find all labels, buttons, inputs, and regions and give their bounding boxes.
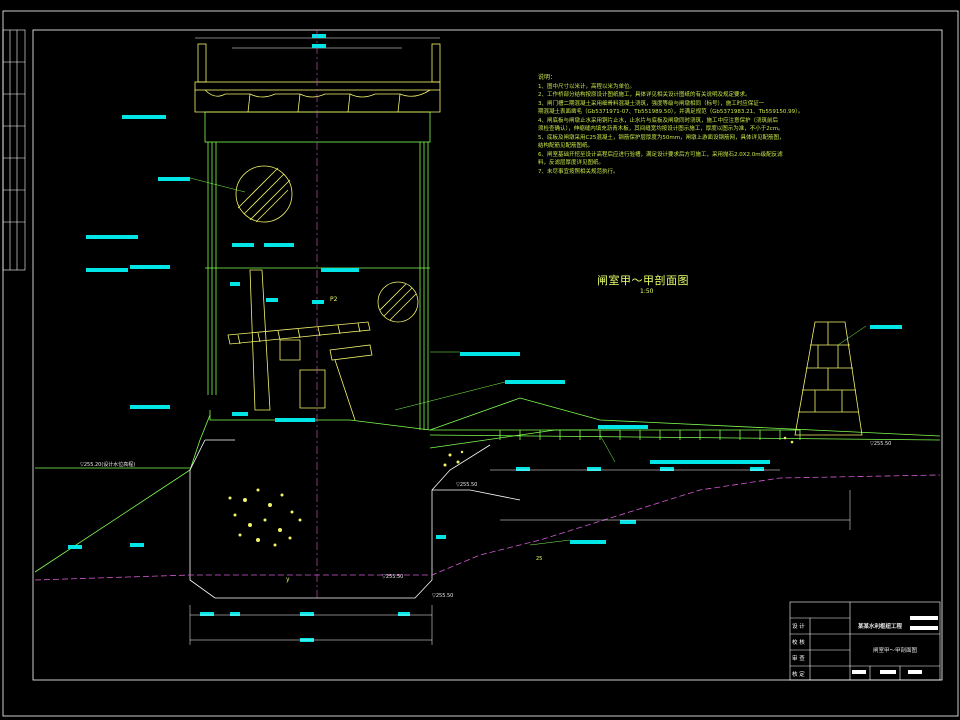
- note-line: 结构配筋见配筋图纸。: [538, 143, 594, 149]
- axis-label-y: y: [286, 576, 290, 583]
- title-block-project: 某某水利枢纽工程: [858, 624, 903, 630]
- title-block-row: 设 计: [792, 624, 805, 630]
- annotation-tags: [68, 115, 902, 642]
- elevation-bottom-right: ▽255.50: [432, 593, 454, 599]
- leader-lines: [189, 177, 867, 546]
- elevation-far-right: ▽255.50: [870, 441, 892, 447]
- section-scale: 1:50: [640, 288, 654, 295]
- rubble-fill: [228, 436, 794, 547]
- bottom-dimensions: [189, 469, 851, 645]
- load-label-p2: P2: [330, 296, 338, 303]
- title-block-row: 校 核: [792, 640, 805, 646]
- section-title: 闸室甲～甲剖面图: [597, 274, 689, 287]
- note-line: 7、未尽事宜按照相关规范执行。: [538, 168, 619, 175]
- title-block-fills: [852, 616, 938, 674]
- title-block: [789, 601, 941, 681]
- note-line: 2、工作桥部分结构按原设计图纸施工，具体详见相关设计图纸的有关说明及规定要求。: [538, 92, 751, 98]
- revision-strip: [2, 29, 26, 271]
- note-line: 期混凝土表面凿毛（Gb5371971-07、Tb551989.50），并满足规范…: [538, 109, 804, 115]
- title-block-row: 核 定: [792, 672, 805, 678]
- elevation-bottom-left: ▽255.50: [382, 574, 404, 580]
- hoist-circles: [235, 165, 419, 323]
- apron: [430, 429, 801, 440]
- elevation-left-ground: ▽255.20(设计水位高程): [80, 462, 136, 468]
- foundation-pit: [189, 439, 521, 599]
- title-block-drawing-name: 闸室甲～甲剖面图: [873, 648, 918, 654]
- ground-lines: [34, 397, 941, 573]
- design-notes: 说明： 1、图中尺寸以米计，高程以米为单位。 2、工作桥部分结构按原设计图纸施工…: [538, 74, 868, 176]
- note-line: 6、闸室基础开挖至设计高程后应进行验槽，满足设计要求后方可施工，采用抛石2.0X…: [538, 151, 783, 158]
- bridge-deck: [194, 43, 441, 113]
- gate-leaf: [227, 269, 373, 421]
- note-line: 须检查确认），伸缩缝内填充沥青木板，其间缝宽均按设计图示施工，厚度以图示为准，不…: [538, 126, 784, 132]
- note-line: 5、底板及闸墩采用C25混凝土，钢筋保护层厚度为50mm，闸墩上游面设钢筋网，具…: [538, 134, 785, 141]
- title-block-row: 审 查: [792, 656, 805, 662]
- note-line: 3、闸门槽二期混凝土采用细骨料混凝土浇筑，强度等级与闸墩相同（标号），施工时应保…: [538, 100, 765, 107]
- outer-frame: [2, 10, 959, 717]
- gate-chamber: [204, 111, 431, 431]
- small-label: 25: [536, 556, 543, 562]
- masonry-wall: [794, 321, 863, 436]
- top-dimensions: [195, 34, 440, 49]
- note-line: 料，反滤层厚度详见图纸。: [538, 160, 605, 166]
- note-line: 1、图中尺寸以米计，高程以米为单位。: [538, 83, 636, 90]
- inner-frame: [32, 29, 943, 681]
- elevation-mid-right: ▽255.50: [456, 482, 478, 488]
- excavation-line: [34, 474, 941, 581]
- note-line: 4、闸底板与闸墩止水采用铜片止水，止水片与底板及闸墩同时浇筑，施工中应注意保护（…: [538, 117, 779, 124]
- notes-heading: 说明：: [538, 74, 557, 81]
